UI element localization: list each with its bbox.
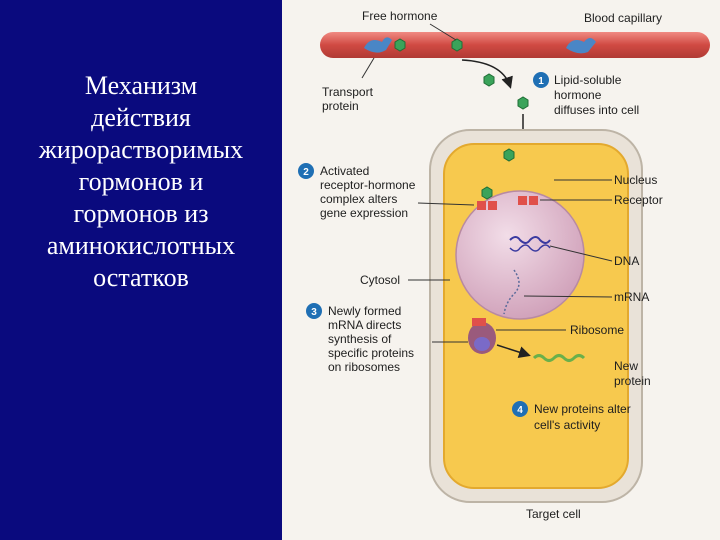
new-protein-icon [532,354,586,362]
leader-line [523,295,613,298]
title-line: Механизм [84,71,198,100]
hormone-icon [394,38,406,52]
target-cell-label: Target cell [526,507,581,521]
step-3-text: Newly formed mRNA directs synthesis of s… [328,304,417,374]
hormone-mechanism-diagram: Free hormone Blood capillary Transport p… [282,0,720,540]
leader-line [549,245,613,262]
cytosol-label: Cytosol [360,273,400,287]
receptor-icon [518,196,527,205]
leader-line [361,57,375,79]
dna-icon [509,236,551,244]
transport-protein-label: Transport protein [322,85,376,113]
step-3-badge [306,303,322,319]
transport-protein-icon [364,37,392,53]
step-3-number: 3 [311,307,317,318]
synthesis-arrow [496,344,531,358]
transport-protein-icon [566,38,596,54]
nucleus [455,190,585,320]
leader-line [417,202,475,206]
step-1-badge [533,72,549,88]
mrna-label: mRNA [614,290,649,304]
step-1-number: 1 [538,76,544,87]
new-protein-label: New protein [614,359,651,388]
diffusion-arrow [461,59,513,89]
hormone-icon [451,38,463,52]
step-4-badge [512,401,528,417]
hormone-icon [483,73,495,87]
blood-capillary [320,32,710,58]
step-1-text: Lipid-soluble hormone diffuses into cell [554,73,639,117]
title-line: гормонов из [73,199,209,228]
leader-line [429,23,457,41]
free-hormone-label: Free hormone [362,9,438,23]
step-2-number: 2 [303,167,309,178]
title-line: действия [91,103,191,132]
slide-title: Механизм действия жирорастворимых гормон… [0,70,282,294]
receptor-icon [472,318,486,326]
step-2-badge [298,163,314,179]
dna-strand [509,244,551,252]
receptor-label: Receptor [614,193,663,207]
dna-label: DNA [614,254,639,268]
title-line: жирорастворимых [38,135,244,164]
mrna-icon [503,269,520,315]
hormone-icon [481,186,493,200]
ribosome-label: Ribosome [570,323,624,337]
ribosome-subunit [474,337,490,351]
nucleus-label: Nucleus [614,173,657,187]
step-4-text: New proteins alter cell's activity [534,402,634,432]
hormone-icon [517,96,529,110]
hormone-icon [503,148,515,162]
blood-capillary-label: Blood capillary [584,11,662,25]
step-2-text: Activated receptor-hormone complex alter… [320,164,419,220]
title-line: остатков [93,263,189,292]
title-line: гормонов и [78,167,204,196]
slide-title-panel: Механизм действия жирорастворимых гормон… [0,0,282,540]
receptor-icon [529,196,538,205]
step-4-number: 4 [517,405,523,416]
title-line: аминокислотных [46,231,236,260]
receptor-icon [477,201,486,210]
receptor-icon [488,201,497,210]
